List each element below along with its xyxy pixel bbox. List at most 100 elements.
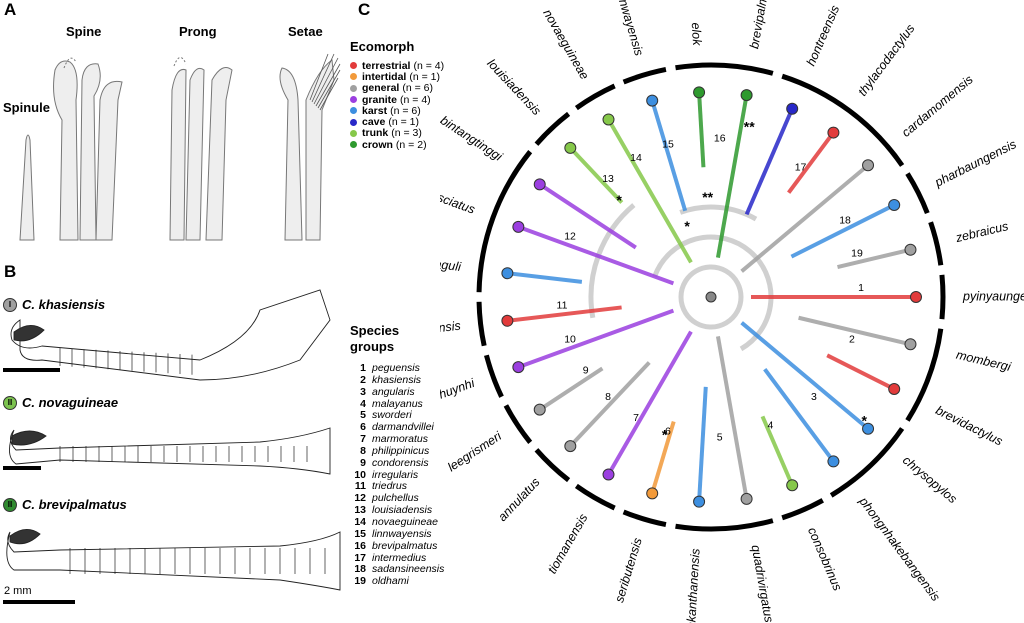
toe-illustrations <box>3 289 341 604</box>
support-marker: * <box>684 218 690 234</box>
tip-label: seributensis <box>612 536 645 604</box>
species-label-novaguineae: II C. novaguineae <box>3 395 118 410</box>
tree-branch <box>568 146 624 204</box>
support-marker: * <box>861 413 867 429</box>
tip-label: phongnhakebangensis <box>856 494 943 604</box>
tip-node <box>786 479 799 492</box>
ecomorph-swatch <box>350 84 357 92</box>
toe-outline-brevipalmatus <box>6 531 341 591</box>
tip-label: consobrinus <box>805 525 845 592</box>
scale-bar-2 <box>3 466 41 470</box>
tree-branch <box>517 308 675 369</box>
group-number: 16 <box>714 132 726 144</box>
tree-branch <box>760 415 795 487</box>
tip-label: zebraicus <box>953 219 1009 245</box>
group-arc <box>622 509 667 528</box>
spine-shape-1 <box>53 60 79 241</box>
group-arc <box>574 83 616 111</box>
tip-label: novaeguineae <box>540 7 591 82</box>
tip-label: mombergi <box>955 348 1013 375</box>
group-arc <box>534 448 571 483</box>
tree-backbone <box>679 204 758 222</box>
tip-node <box>827 455 840 468</box>
prong-shape-3 <box>205 67 233 241</box>
tree-branch <box>798 315 911 347</box>
tip-node <box>888 198 901 211</box>
tree-branch <box>790 203 896 259</box>
tip-node <box>564 440 577 453</box>
group-number: 17 <box>795 162 807 174</box>
ecomorph-swatch <box>350 62 357 70</box>
group-number: 1 <box>858 282 864 294</box>
tip-label: pyinyaungensis <box>962 289 1024 303</box>
tip-label: leegrismeri <box>445 428 505 474</box>
group-number: 3 <box>811 391 817 403</box>
tree-branch <box>517 225 675 286</box>
support-marker: * <box>662 427 668 443</box>
group-arc <box>781 498 824 521</box>
tip-label: elok <box>689 22 704 46</box>
tip-node <box>910 291 922 303</box>
support-marker: ** <box>744 118 755 134</box>
tree-branch <box>507 305 622 323</box>
group-badge: II <box>3 395 17 410</box>
tip-node <box>862 422 875 435</box>
tip-label: guakanthanensis <box>683 548 702 623</box>
tip-node <box>740 89 753 102</box>
support-marker: * <box>616 192 622 208</box>
species-groups-title: Species groups <box>350 323 400 354</box>
group-arc <box>476 150 533 293</box>
tip-node <box>827 126 840 139</box>
tip-node <box>693 495 706 508</box>
spine-shape-2 <box>79 63 101 241</box>
tree-branch <box>606 118 693 264</box>
group-number: 12 <box>564 231 576 243</box>
tip-node <box>533 178 546 191</box>
tip-label: tiomanensis <box>545 511 590 576</box>
ecomorph-swatch <box>350 107 357 115</box>
tree-branch <box>740 321 870 431</box>
tree-branch <box>740 163 870 273</box>
ecomorph-title: Ecomorph <box>350 39 415 54</box>
tip-label: trilatofasciatus <box>440 176 477 216</box>
tip-node <box>904 243 917 256</box>
tree-branch <box>568 361 651 448</box>
tip-node <box>512 220 525 233</box>
group-arc <box>829 427 905 498</box>
label-spine: Spine <box>66 24 102 39</box>
group-arc <box>939 274 946 320</box>
group-arc <box>675 518 774 532</box>
toe-outline-khasiensis <box>10 289 331 381</box>
support-marker: ** <box>702 189 713 205</box>
group-badge: II <box>3 497 17 512</box>
scale-structure-illustration <box>19 53 341 241</box>
prong-shape-2 <box>185 67 205 241</box>
tree-branch <box>715 94 749 258</box>
prong-shape-1 <box>169 68 187 241</box>
root-node <box>705 291 717 303</box>
tree-branch <box>606 330 693 476</box>
tip-label: hontreensis <box>804 3 842 68</box>
group-arc <box>928 221 944 266</box>
tip-node <box>501 314 514 327</box>
tree-branch <box>787 131 836 194</box>
group-arc <box>534 111 571 146</box>
group-badge: I <box>3 297 17 312</box>
tip-node <box>564 141 577 154</box>
ecomorph-item-cave: cave(n = 1) <box>350 116 444 128</box>
group-number: 9 <box>583 364 589 376</box>
group-number: 15 <box>662 138 674 150</box>
group-number: 4 <box>767 420 773 432</box>
group-number: 14 <box>630 152 642 164</box>
ecomorph-swatch <box>350 129 357 137</box>
spine-shape-3 <box>95 80 123 241</box>
